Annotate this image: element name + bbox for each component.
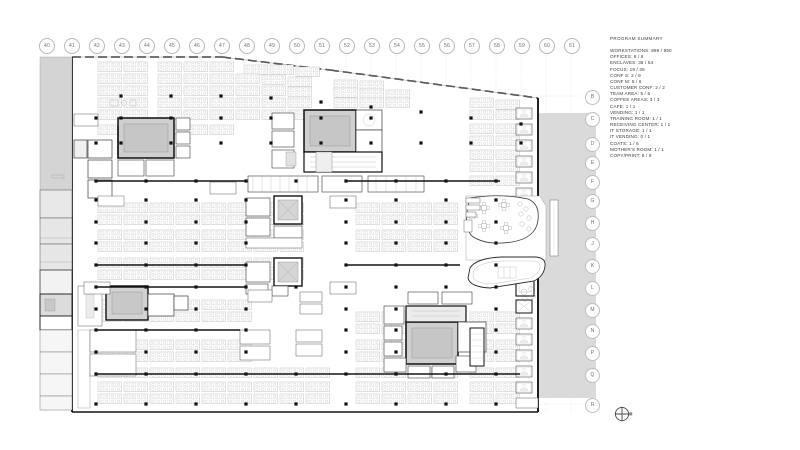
program-summary-title: PROGRAM SUMMARY bbox=[610, 36, 663, 41]
grid-row-label: F bbox=[585, 175, 600, 190]
program-summary-item: COFFEE AREAS: 3 / 3 bbox=[610, 97, 660, 103]
program-summary-item: COATS: 1 / 6 bbox=[610, 140, 639, 146]
grid-column-label: 44 bbox=[139, 38, 155, 54]
grid-row-label: P bbox=[585, 346, 600, 361]
program-summary-item: CONF S: 2 / 9 bbox=[610, 72, 641, 78]
grid-row-label: K bbox=[585, 259, 600, 274]
grid-column-label: 42 bbox=[89, 38, 105, 54]
grid-column-label: 56 bbox=[439, 38, 455, 54]
grid-column-label: 45 bbox=[164, 38, 180, 54]
grid-column-label: 46 bbox=[189, 38, 205, 54]
grid-row-label: M bbox=[585, 303, 600, 318]
grid-column-label: 52 bbox=[339, 38, 355, 54]
grid-row-label: G bbox=[585, 194, 600, 209]
grid-column-label: 48 bbox=[239, 38, 255, 54]
grid-row-label: H bbox=[585, 216, 600, 231]
grid-column-label: 59 bbox=[514, 38, 530, 54]
grid-column-label: 58 bbox=[489, 38, 505, 54]
program-summary-item: WORKSTATIONS: 899 / 950 bbox=[610, 48, 672, 54]
program-summary-item: FOCUS: 19 / 35 bbox=[610, 66, 645, 72]
program-summary-item: OFFICES: 6 / 6 bbox=[610, 54, 644, 60]
grid-row-label: D bbox=[585, 137, 600, 152]
grid-column-label: 57 bbox=[464, 38, 480, 54]
grid-column-label: 54 bbox=[389, 38, 405, 54]
grid-column-label: 41 bbox=[64, 38, 80, 54]
program-summary-item: IT STORAGE: 1 / 1 bbox=[610, 128, 652, 134]
program-summary-item: ENCLAVES: 36 / 54 bbox=[610, 60, 654, 66]
grid-column-label: 47 bbox=[214, 38, 230, 54]
grid-column-label: 53 bbox=[364, 38, 380, 54]
grid-row-label: J bbox=[585, 237, 600, 252]
program-summary-item: VENDING: 1 / 1 bbox=[610, 109, 645, 115]
grid-column-label: 51 bbox=[314, 38, 330, 54]
grid-column-label: 55 bbox=[414, 38, 430, 54]
program-summary-panel: PROGRAM SUMMARY WORKSTATIONS: 899 / 950 … bbox=[610, 36, 730, 159]
program-summary-item: IT VENDING: 0 / 1 bbox=[610, 134, 651, 140]
grid-row-label: R bbox=[585, 398, 600, 413]
grid-row-label: B bbox=[585, 90, 600, 105]
program-summary-item: CONF M: 5 / 6 bbox=[610, 78, 642, 84]
program-summary-item: CUSTOMER CONF: 2 / 2 bbox=[610, 85, 665, 91]
program-summary-item: TEAM AREA: 5 / 6 bbox=[610, 91, 651, 97]
north-arrow-icon bbox=[614, 406, 633, 422]
program-summary-item: COPY/PRINT: 6 / 9 bbox=[610, 152, 652, 158]
grid-row-label: C bbox=[585, 112, 600, 127]
grid-column-label: 50 bbox=[289, 38, 305, 54]
grid-column-label: 61 bbox=[564, 38, 580, 54]
program-summary-item: TRAINING ROOM: 1 / 1 bbox=[610, 115, 663, 121]
program-summary-item: RECEIVING CENTER: 1 / 1 bbox=[610, 122, 671, 128]
grid-column-label: 60 bbox=[539, 38, 555, 54]
grid-row-label: Q bbox=[585, 368, 600, 383]
grid-column-label: 40 bbox=[39, 38, 55, 54]
grid-row-label: E bbox=[585, 156, 600, 171]
grid-row-label: N bbox=[585, 324, 600, 339]
grid-column-label: 49 bbox=[264, 38, 280, 54]
grid-column-label: 43 bbox=[114, 38, 130, 54]
program-summary-item: CAFE: 1 / 1 bbox=[610, 103, 636, 109]
program-summary-item: MOTHER'S ROOM: 1 / 1 bbox=[610, 146, 664, 152]
grid-row-label: L bbox=[585, 281, 600, 296]
